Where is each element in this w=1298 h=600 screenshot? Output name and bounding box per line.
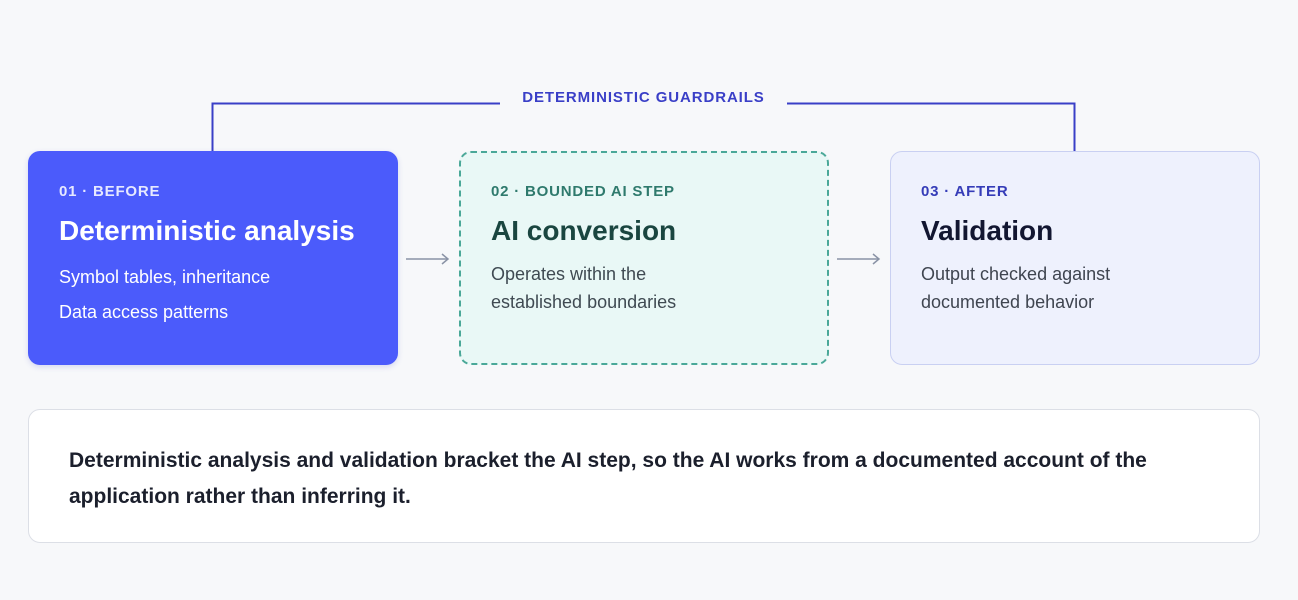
summary-box: Deterministic analysis and validation br… [28,409,1260,543]
step-title: Deterministic analysis [59,215,355,246]
step-description-line: established boundaries [491,292,677,312]
step-card-ai: 02 · BOUNDED AI STEP AI conversion Opera… [459,151,829,365]
step-description-line: documented behavior [921,292,1095,312]
step-description-line: Symbol tables, inheritance [59,267,271,287]
step-description-line: Operates within the [491,264,647,284]
step-title: Validation [921,215,1054,246]
summary-text: Deterministic analysis and validation br… [69,449,1147,508]
guardrail-label: DETERMINISTIC GUARDRAILS [522,89,765,106]
step-title: AI conversion [491,215,677,246]
step-description-line: Data access patterns [59,302,229,322]
step-card-after: 03 · AFTER Validation Output checked aga… [890,151,1260,365]
guardrail-bracket-left [211,102,500,151]
right-arrow-icon [837,253,881,265]
step-label: 03 · AFTER [921,183,1009,200]
right-arrow-icon [406,253,450,265]
step-label: 02 · BOUNDED AI STEP [491,183,675,200]
guardrail-bracket-right [787,102,1076,151]
step-description-line: Output checked against [921,264,1111,284]
guardrail-bracket [211,102,1076,151]
step-label: 01 · BEFORE [59,183,161,200]
step-card-before: 01 · BEFORE Deterministic analysis Symbo… [28,151,398,365]
